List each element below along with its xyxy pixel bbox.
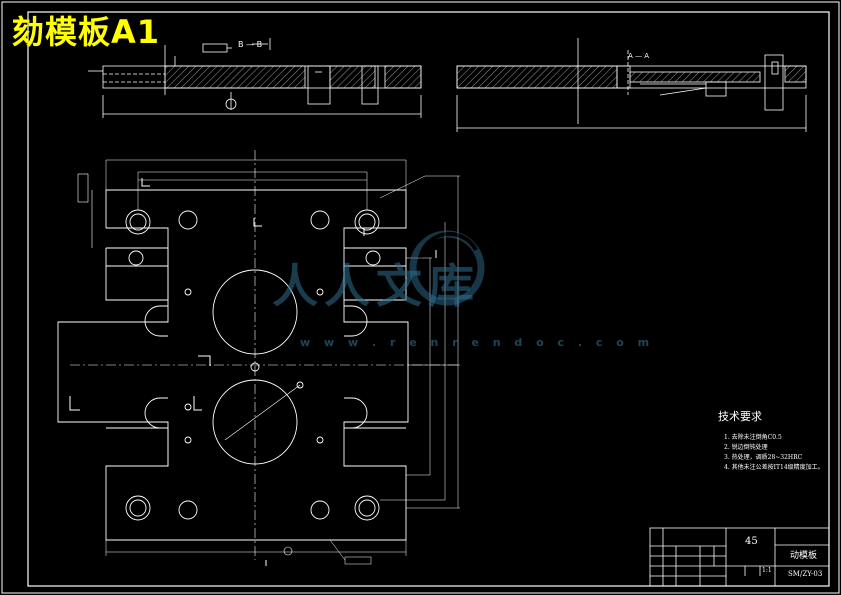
tech-requirement-item: 4. 其他未注公差按IT14级精度加工。 <box>724 464 824 471</box>
title-block <box>649 527 830 587</box>
watermark-text: 人人文库 <box>272 259 480 313</box>
inner-border <box>27 11 830 587</box>
drawing-title: 劾模板A1 <box>12 13 161 51</box>
tech-requirement-item: 1. 去除未注倒角C0.5 <box>724 434 782 441</box>
tech-requirements-title: 技术要求 <box>718 410 762 423</box>
section-view-bb <box>88 38 422 118</box>
title-block-material: 45 <box>745 536 758 547</box>
title-block-scale: 1:1 <box>762 567 772 574</box>
tech-requirement-item: 2. 锐边倒钝处理 <box>724 444 768 451</box>
section-view-aa <box>456 38 807 132</box>
title-block-drawing-no: SM/ZY-03 <box>788 570 823 578</box>
tech-requirement-item: 3. 热处理，调质28~32HRC <box>724 454 803 461</box>
section-label-aa: A — A <box>628 52 649 60</box>
title-block-part-name: 动模板 <box>790 551 818 561</box>
plan-view <box>57 150 460 566</box>
section-label-bb: B — B <box>238 40 262 49</box>
watermark-logo <box>409 230 485 306</box>
watermark-url: w w w . r e n r e n d o c . c o m <box>300 336 655 349</box>
